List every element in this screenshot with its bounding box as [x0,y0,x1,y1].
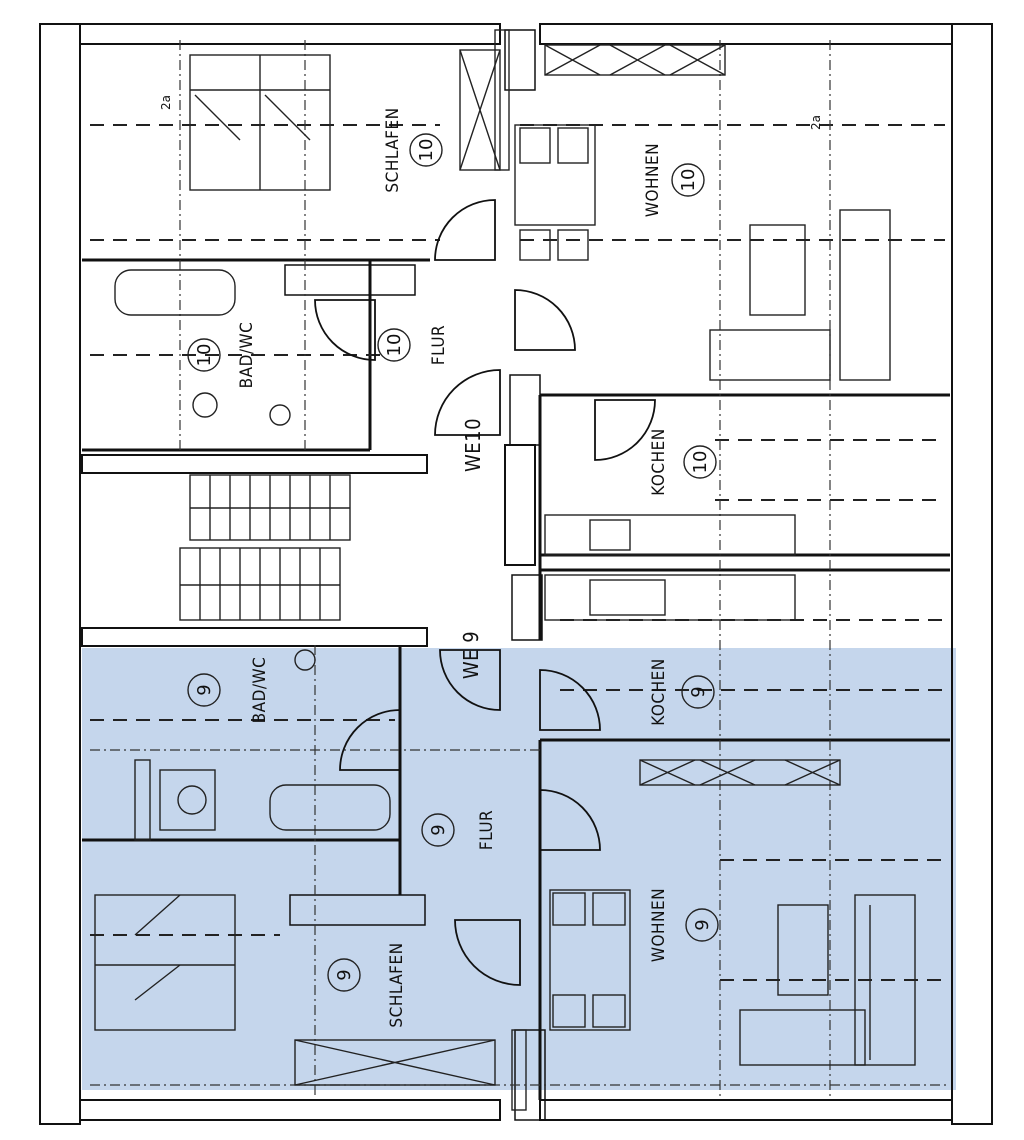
room-label-schlafen-9: SCHLAFEN [387,942,407,1027]
exterior-walls [39,23,993,1125]
unit-9-highlight [82,648,956,1090]
room-label-bad-9: BAD/WC [250,657,270,724]
room-label-bad-10: BAD/WC [237,322,257,389]
room-number-circle-kochen-9 [681,675,715,709]
room-number-flur-10: 10 [384,334,405,357]
room-label-kochen-10: KOCHEN [649,428,669,495]
room-number-wohnen-9: 9 [692,919,713,930]
height-mark-left: 2a [159,95,173,110]
room-number-kochen-9: 9 [688,686,709,697]
furniture-unit-9 [94,649,916,1066]
room-number-flur-9: 9 [428,824,449,835]
room-number-circle-flur-10 [377,328,411,362]
room-number-circle-wohnen-10 [671,163,705,197]
room-number-kochen-10: 10 [690,451,711,474]
room-number-circle-flur-9 [421,813,455,847]
room-number-circle-schlafen-9 [327,958,361,992]
room-number-circle-schlafen-10 [409,133,443,167]
height-mark-right: 2a [809,115,823,130]
room-label-flur-9: FLUR [477,810,497,850]
doors [314,199,656,986]
room-number-schlafen-10: 10 [416,139,437,162]
room-number-circle-kochen-10 [683,445,717,479]
staircase [179,474,351,621]
room-number-circle-bad-10 [187,338,221,372]
room-labels: SCHLAFEN 10 WOHNEN 10 BAD/WC 10 FLUR 10 … [187,107,719,1028]
room-label-wohnen-10: WOHNEN [643,143,663,217]
furniture-unit-10 [114,54,891,621]
room-number-wohnen-10: 10 [678,169,699,192]
room-label-flur-10: FLUR [429,325,449,365]
room-label-wohnen-9: WOHNEN [649,888,669,962]
unit-label-we10: WE10 [461,418,485,472]
unit-label-we9: WE 9 [459,631,483,679]
room-label-schlafen-10: SCHLAFEN [383,107,403,192]
room-number-bad-9: 9 [194,684,215,695]
room-number-circle-bad-9 [187,673,221,707]
room-number-circle-wohnen-9 [685,908,719,942]
room-number-bad-10: 10 [194,344,215,367]
room-number-schlafen-9: 9 [334,969,355,980]
windows [294,44,841,1086]
room-label-kochen-9: KOCHEN [649,658,669,725]
